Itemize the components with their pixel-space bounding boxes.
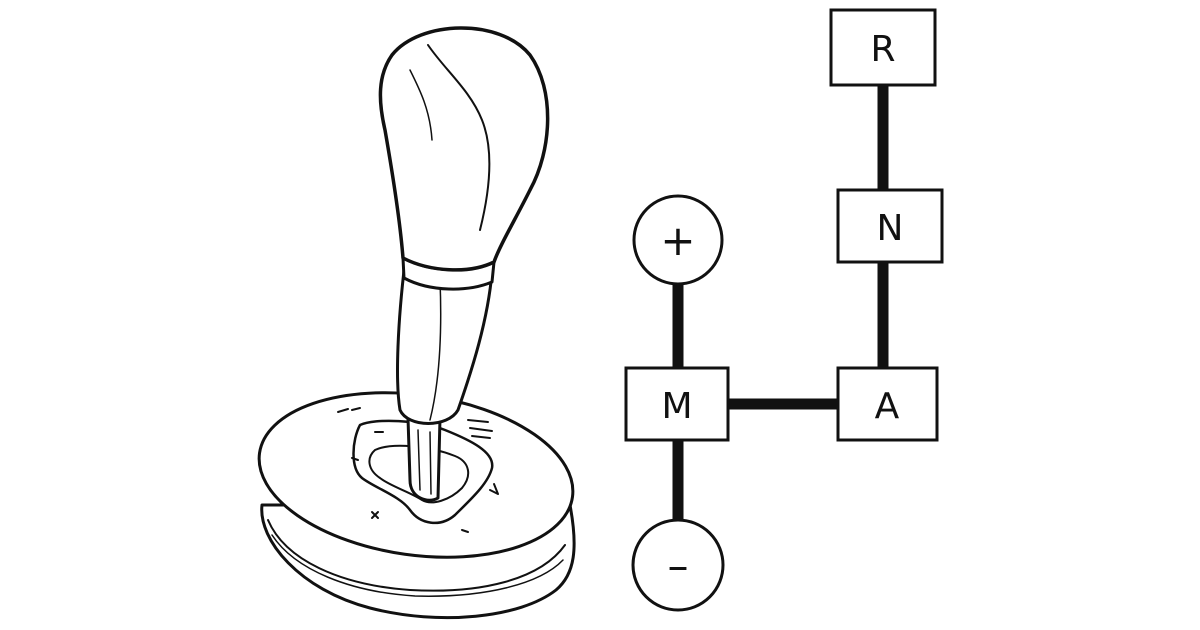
shifter-knob-highlight [409, 69, 433, 141]
plate-marking-5 [371, 511, 379, 519]
neutral-label: N [877, 208, 904, 249]
reverse-box [829, 8, 937, 87]
shifter-base-rim-inner [271, 534, 564, 597]
automatic-label: A [875, 386, 900, 427]
plate-marking-1 [337, 407, 361, 413]
shifter-knob-seam [427, 44, 491, 231]
plate-marking-4 [489, 483, 499, 495]
neutral-box [836, 188, 944, 264]
shifter-shaft [406, 416, 442, 502]
shifter-boot [396, 260, 494, 425]
shift-down-circle [631, 518, 725, 612]
shifter-shaft-shade [417, 429, 432, 495]
plate-marking-6 [461, 529, 469, 533]
manual-box [624, 366, 730, 442]
shifter-boot-seam [429, 279, 442, 421]
gate-position-automatic: A [836, 366, 939, 442]
gate-position-neutral: N [836, 188, 944, 264]
shift-down-label: – [668, 541, 689, 590]
gate-position-reverse: R [829, 8, 937, 87]
shift-gate-schematic: R N A M + [624, 8, 944, 612]
automatic-box [836, 366, 939, 442]
plate-marking-2 [467, 419, 493, 439]
shifter-knob [378, 26, 550, 272]
gate-position-shift-up: + [632, 194, 724, 286]
shifter-base-rim [267, 519, 566, 592]
plate-marking-3 [351, 457, 359, 461]
gate-position-manual: M [624, 366, 730, 442]
gear-shifter-illustration [257, 26, 576, 620]
reverse-label: R [870, 29, 895, 70]
shift-up-circle [632, 194, 724, 286]
gate-connectors [672, 85, 889, 520]
gate-position-shift-down: – [631, 518, 725, 612]
manual-label: M [661, 386, 692, 427]
shift-up-label: + [660, 216, 695, 265]
